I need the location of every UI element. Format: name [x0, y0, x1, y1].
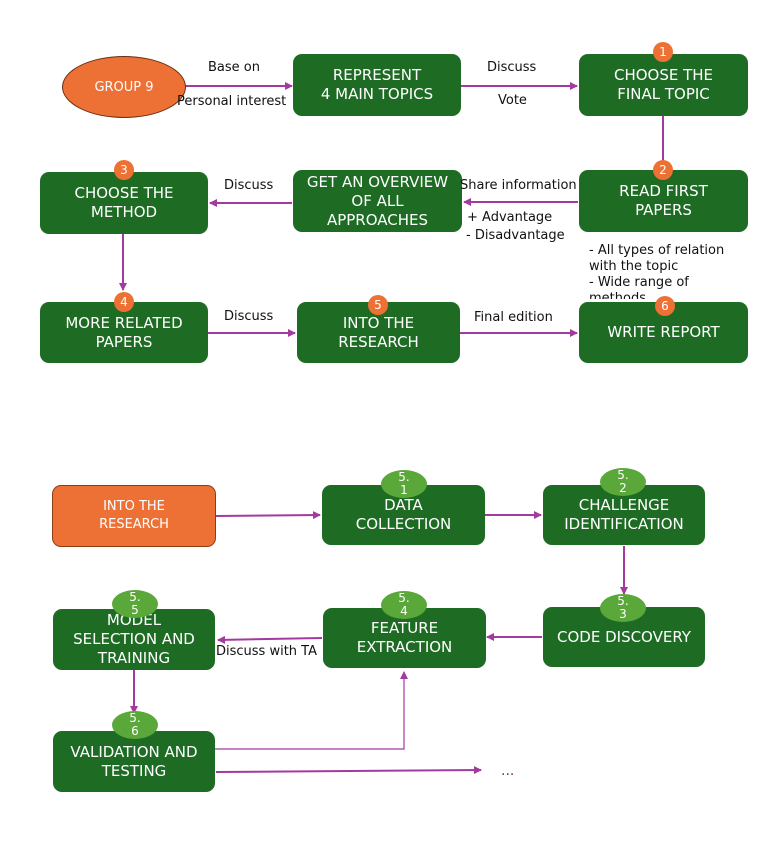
represent-line-2: 4 MAIN TOPICS	[320, 85, 434, 103]
choose-method-node: CHOOSE THE METHOD	[40, 172, 208, 234]
read-first-line-1: READ FIRST	[619, 182, 708, 200]
label-final-edition: Final edition	[474, 310, 553, 325]
label-discuss-research: Discuss	[224, 309, 274, 324]
validation-line-1: VALIDATION AND	[70, 742, 198, 761]
label-disadvantage: - Disadvantage	[466, 228, 565, 243]
label-discuss-with-ta: Discuss with TA	[216, 644, 317, 659]
challenge-identification-node: CHALLENGE IDENTIFICATION	[543, 485, 705, 545]
choose-topic-line-2: FINAL TOPIC	[617, 85, 710, 103]
overview-line-1: GET AN OVERVIEW	[306, 172, 449, 191]
choose-topic-node: CHOOSE THE FINAL TOPIC	[579, 54, 748, 116]
label-vote: Vote	[498, 93, 527, 108]
data-collection-line-1: DATA	[384, 496, 423, 514]
validation-line-2: TESTING	[101, 761, 167, 780]
into-research-line-1: INTO THE	[342, 313, 415, 332]
model-selection-node: MODEL SELECTION AND TRAINING	[53, 609, 215, 670]
bottom-into-research-node: INTO THE RESEARCH	[52, 485, 216, 547]
paper-scope-note: - All types of relation with the topic -…	[589, 243, 725, 299]
step-badge-4: 4	[114, 292, 134, 312]
group-label: GROUP 9	[94, 79, 154, 95]
read-first-line-2: PAPERS	[635, 201, 692, 219]
more-related-line-1: MORE RELATED	[65, 313, 183, 332]
continuation-ellipsis: ...	[501, 763, 515, 779]
bottom-into-research-line-2: RESEARCH	[99, 517, 169, 532]
feature-line-1: FEATURE	[370, 619, 439, 637]
overview-node: GET AN OVERVIEW OF ALL APPROACHES	[293, 170, 462, 232]
model-line-3: TRAINING	[97, 649, 171, 667]
validation-testing-node: VALIDATION AND TESTING	[53, 731, 215, 792]
step-badge-2: 2	[653, 160, 673, 180]
into-research-line-2: RESEARCH	[338, 332, 419, 351]
label-discuss-topics: Discuss	[487, 60, 537, 75]
overview-line-3: APPROACHES	[326, 210, 429, 229]
choose-method-line-1: CHOOSE THE	[74, 184, 174, 202]
into-research-node: INTO THE RESEARCH	[297, 302, 460, 363]
represent-node: REPRESENT 4 MAIN TOPICS	[293, 54, 461, 116]
label-discuss-method: Discuss	[224, 178, 274, 193]
arrow-validation-to-next	[215, 766, 482, 775]
choose-topic-line-1: CHOOSE THE	[613, 66, 714, 84]
read-first-node: READ FIRST PAPERS	[579, 170, 748, 232]
substep-badge-5-5: 5.5	[112, 590, 158, 618]
challenge-line-2: IDENTIFICATION	[564, 515, 684, 533]
arrow-feature-to-model	[217, 635, 323, 644]
challenge-line-1: CHALLENGE	[578, 496, 670, 514]
group-node: GROUP 9	[62, 56, 186, 118]
code-discovery-label: CODE DISCOVERY	[557, 627, 691, 646]
label-personal-interest: Personal interest	[177, 94, 287, 109]
step-badge-1: 1	[653, 42, 673, 62]
substep-badge-5-3: 5.3	[600, 594, 646, 622]
arrow-validation-to-feature	[215, 671, 408, 750]
label-share-information: Share information	[460, 178, 577, 193]
more-related-node: MORE RELATED PAPERS	[40, 302, 208, 363]
substep-badge-5-1: 5.1	[381, 470, 427, 498]
more-related-line-2: PAPERS	[95, 332, 153, 351]
data-collection-line-2: COLLECTION	[355, 515, 452, 533]
label-base-on: Base on	[208, 60, 260, 75]
step-badge-6: 6	[655, 296, 675, 316]
label-advantage: + Advantage	[467, 210, 553, 225]
step-badge-5: 5	[368, 295, 388, 315]
write-report-node: WRITE REPORT	[579, 302, 748, 363]
represent-line-1: REPRESENT	[332, 66, 422, 84]
step-badge-3: 3	[114, 160, 134, 180]
feature-line-2: EXTRACTION	[356, 638, 453, 656]
write-report-label: WRITE REPORT	[607, 323, 720, 341]
arrow-bottom-into-to-data	[215, 511, 321, 520]
substep-badge-5-4: 5.4	[381, 591, 427, 619]
model-line-2: SELECTION AND	[73, 630, 195, 648]
overview-line-2: OF ALL	[351, 191, 404, 210]
bottom-into-research-line-1: INTO THE	[103, 499, 165, 514]
substep-badge-5-6: 5.6	[112, 711, 158, 739]
choose-method-line-2: METHOD	[90, 203, 158, 221]
substep-badge-5-2: 5.2	[600, 468, 646, 496]
